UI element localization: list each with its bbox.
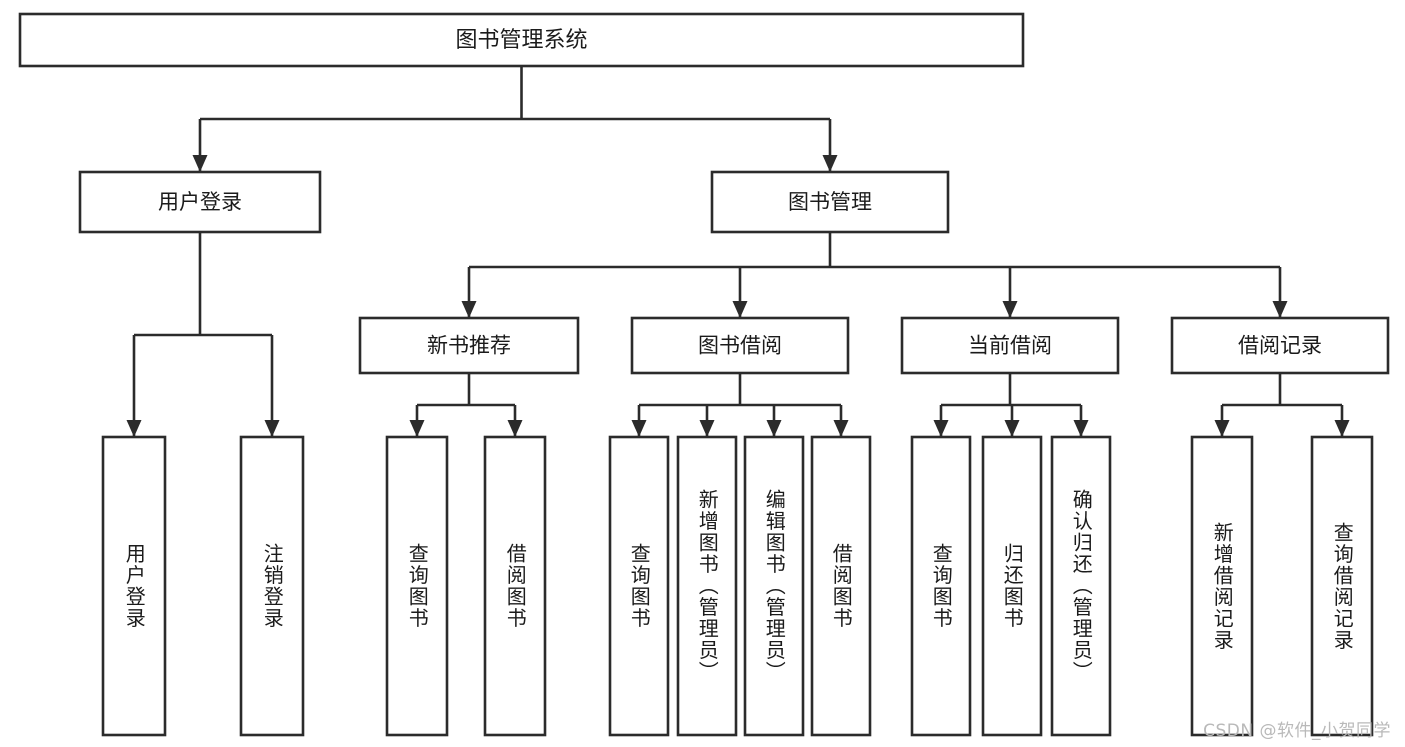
node-label-l2_3: 借阅记录 xyxy=(1238,334,1322,358)
node-label-l1_0: 用户登录 xyxy=(158,190,242,214)
node-box-leaf_9[interactable] xyxy=(981,435,1043,737)
node-label-root: 图书管理系统 xyxy=(455,28,587,53)
node-box-leaf_7[interactable] xyxy=(810,435,872,737)
arrow-head-icon xyxy=(833,420,849,437)
csdn-watermark: CSDN @软件_小贺同学 xyxy=(1203,721,1391,741)
node-box-leaf_11[interactable] xyxy=(1190,435,1254,737)
arrow-head-icon xyxy=(461,301,477,318)
node-box-l2_1[interactable] xyxy=(630,316,850,375)
node-label-l2_1: 图书借阅 xyxy=(698,334,782,358)
arrow-head-icon xyxy=(1334,420,1350,437)
node-box-l2_0[interactable] xyxy=(358,316,580,375)
node-box-leaf_6[interactable] xyxy=(743,435,805,737)
node-box-leaf_3[interactable] xyxy=(483,435,547,737)
node-box-leaf_0[interactable] xyxy=(101,435,167,737)
node-box-l2_3[interactable] xyxy=(1170,316,1390,375)
arrow-head-icon xyxy=(126,420,142,437)
node-label-l2_0: 新书推荐 xyxy=(427,334,511,358)
arrow-head-icon xyxy=(732,301,748,318)
node-box-root[interactable] xyxy=(18,12,1025,68)
node-box-leaf_4[interactable] xyxy=(608,435,670,737)
node-box-l1_0[interactable] xyxy=(78,170,322,234)
node-label-l1_1: 图书管理 xyxy=(788,190,872,214)
arrow-head-icon xyxy=(766,420,782,437)
node-box-leaf_12[interactable] xyxy=(1310,435,1374,737)
node-box-l2_2[interactable] xyxy=(900,316,1120,375)
arrow-head-icon xyxy=(631,420,647,437)
connector-layer xyxy=(126,66,1350,437)
arrow-head-icon xyxy=(1272,301,1288,318)
node-box-leaf_8[interactable] xyxy=(910,435,972,737)
node-box-leaf_2[interactable] xyxy=(385,435,449,737)
arrow-head-icon xyxy=(264,420,280,437)
arrow-head-icon xyxy=(699,420,715,437)
arrow-head-icon xyxy=(1214,420,1230,437)
arrow-head-icon xyxy=(409,420,425,437)
node-box-leaf_5[interactable] xyxy=(676,435,738,737)
arrow-head-icon xyxy=(1004,420,1020,437)
arrow-head-icon xyxy=(1073,420,1089,437)
node-box-leaf_10[interactable] xyxy=(1050,435,1112,737)
arrow-head-icon xyxy=(822,155,838,172)
node-box-layer xyxy=(18,12,1390,737)
node-label-l2_2: 当前借阅 xyxy=(968,334,1052,358)
arrow-head-icon xyxy=(507,420,523,437)
arrow-head-icon xyxy=(933,420,949,437)
arrow-head-icon xyxy=(192,155,208,172)
node-box-leaf_1[interactable] xyxy=(239,435,305,737)
arrow-head-icon xyxy=(1002,301,1018,318)
node-box-l1_1[interactable] xyxy=(710,170,950,234)
